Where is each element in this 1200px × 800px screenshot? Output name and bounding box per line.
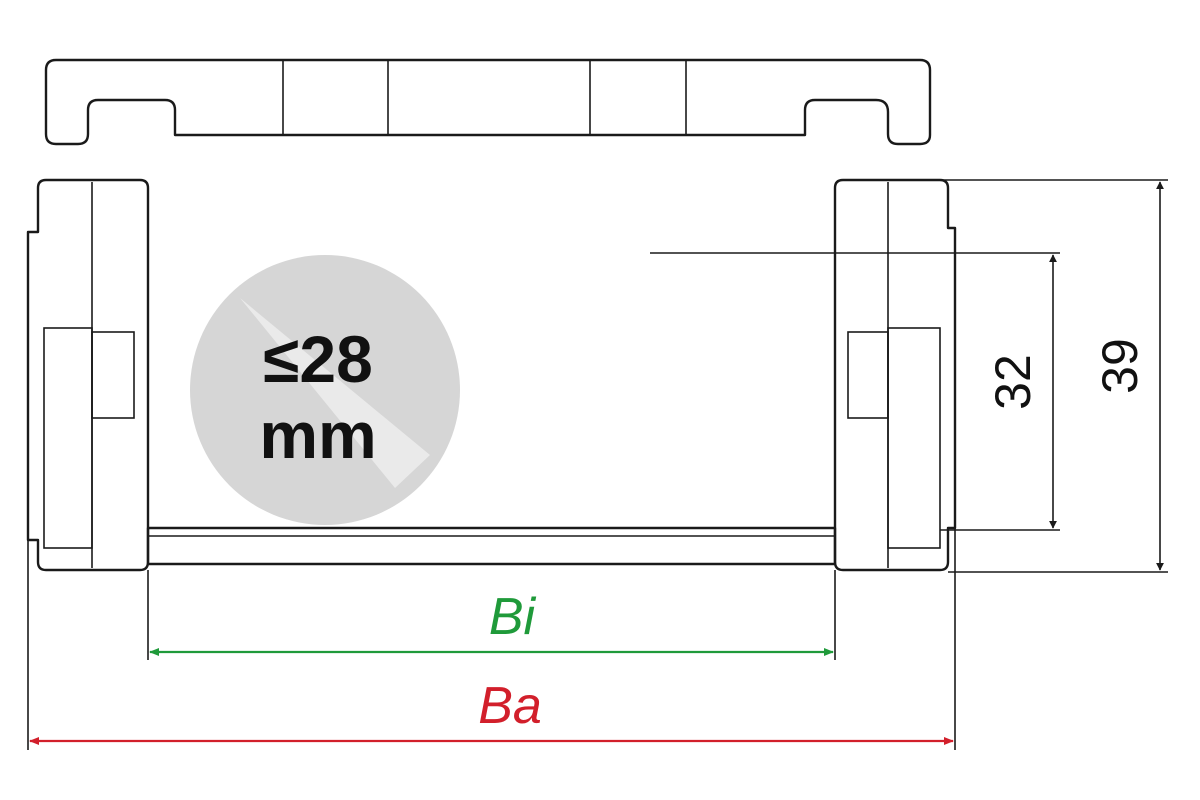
inner-height-value: 32	[985, 354, 1041, 410]
height-dimensions: 32 39	[650, 179, 1168, 573]
cable-diameter-badge: ≤28 mm	[190, 255, 460, 525]
badge-highlight	[240, 298, 430, 488]
outer-height-value: 39	[1092, 338, 1148, 394]
lid	[44, 58, 932, 146]
bottom-crossbar	[146, 526, 837, 566]
badge-max-diameter: ≤28	[263, 322, 373, 396]
inner-width-label: Bi	[489, 588, 537, 646]
width-dimensions: Bi Ba	[27, 528, 956, 750]
outer-width-label: Ba	[478, 677, 542, 735]
badge-unit: mm	[259, 398, 376, 472]
left-side-plate	[26, 178, 150, 572]
right-side-plate	[833, 178, 957, 572]
